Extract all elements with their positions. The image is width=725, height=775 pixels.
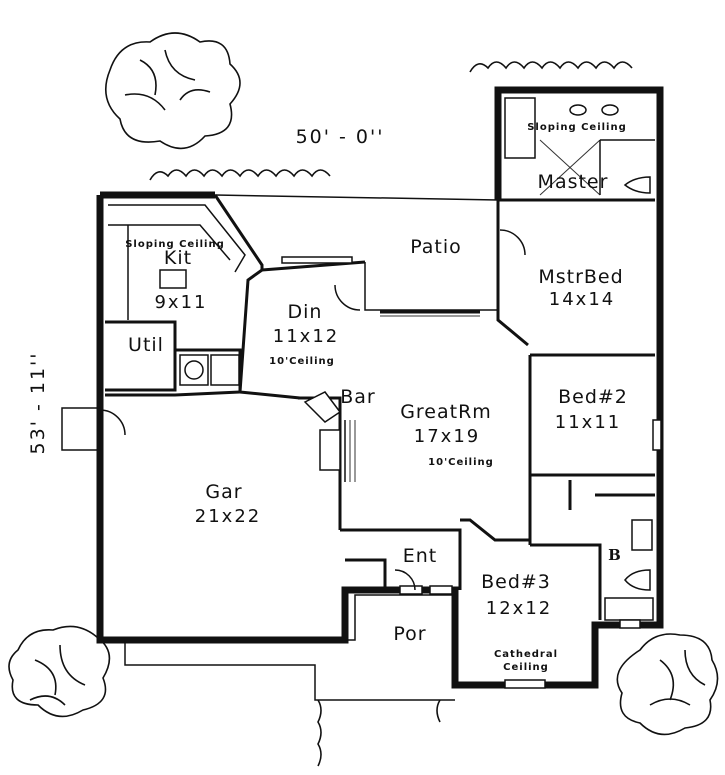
dryer-icon [210, 354, 240, 386]
tree-bottom-left-icon [8, 625, 111, 718]
shrubs-icon [149, 61, 633, 767]
tree-top-left-icon [104, 32, 241, 150]
greatrm-ceiling-note: 10'Ceiling [428, 457, 494, 468]
bed3-size: 12x12 [486, 598, 552, 619]
bed3-ceiling-note-1: Cathedral [494, 649, 558, 660]
bar-label: Bar [340, 386, 376, 408]
bed2-label: Bed#2 [558, 386, 628, 408]
gar-size: 21x22 [195, 506, 261, 527]
master-bath-fixtures [504, 97, 655, 196]
din-ceiling-note: 10'Ceiling [269, 356, 335, 367]
greatrm-size: 17x19 [414, 426, 480, 447]
gar-label: Gar [205, 481, 242, 503]
master-sink-2-icon [601, 104, 619, 116]
bath-fixtures [604, 519, 654, 621]
master-bath-label: Master [538, 171, 609, 193]
master-sink-icon [569, 104, 587, 116]
porch-outline [124, 594, 455, 701]
bath-tub-icon [604, 597, 654, 621]
interior-walls [105, 194, 655, 620]
master-tub-icon [504, 97, 536, 159]
patio-label: Patio [410, 236, 462, 258]
utility-appliances [179, 354, 240, 386]
bath-toilet-icon [624, 569, 651, 591]
kit-size: 9x11 [154, 292, 207, 313]
mstrbed-label: MstrBed [538, 266, 623, 288]
kitchen-sink-icon [159, 269, 187, 289]
bed2-size: 11x11 [555, 412, 621, 433]
porch-label: Por [393, 623, 426, 645]
overall-width-label: 50' - 0'' [296, 126, 385, 148]
greatrm-label: GreatRm [400, 401, 492, 423]
bed3-ceiling-note-2: Ceiling [503, 662, 549, 673]
windows [281, 256, 662, 689]
din-label: Din [288, 301, 323, 323]
bath-label: B [608, 546, 622, 564]
mstrbed-size: 14x14 [549, 289, 615, 310]
kit-label: Kit [164, 247, 192, 269]
master-toilet-icon [623, 176, 651, 194]
ent-label: Ent [403, 545, 438, 567]
kitchen-counters [108, 204, 246, 320]
doors [61, 229, 526, 591]
util-label: Util [128, 334, 164, 356]
bath-sink-icon [631, 519, 653, 551]
bed3-label: Bed#3 [481, 571, 551, 593]
tree-bottom-right-icon [616, 633, 719, 736]
kit-ceiling-note: Sloping Ceiling [125, 239, 225, 250]
overall-depth-label: 53' - 11'' [27, 352, 49, 455]
master-ceiling-note: Sloping Ceiling [527, 122, 627, 133]
din-size: 11x12 [273, 326, 339, 347]
fireplace-icon [303, 391, 356, 482]
